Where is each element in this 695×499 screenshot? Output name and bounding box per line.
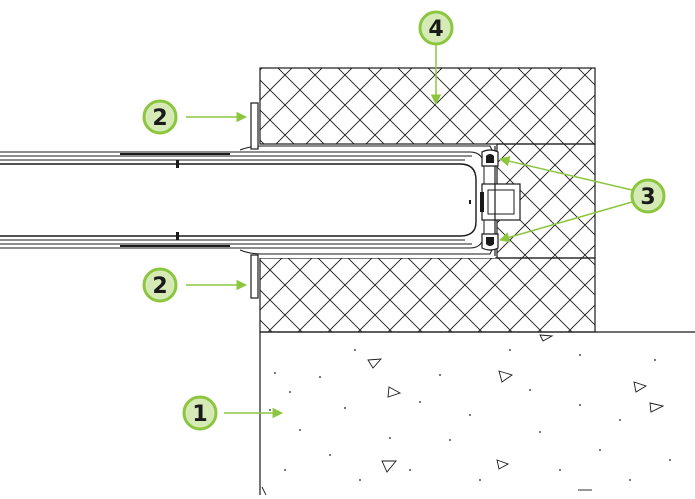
concrete-dots: [269, 349, 671, 481]
door-panel-profile: [0, 145, 521, 258]
callout-label-2b: 2: [152, 274, 167, 299]
callout-arrows: [186, 45, 633, 419]
callout-label-4: 4: [428, 17, 443, 42]
concrete-slab: [259, 331, 695, 496]
callout-badge-3: 3: [630, 178, 666, 214]
leader-3b: [498, 201, 633, 243]
concrete-aggregate: [261, 334, 665, 496]
insulation-blocks: [259, 67, 596, 333]
callout-badge-2a: 2: [142, 99, 178, 135]
gasket-seals: [481, 149, 499, 251]
callout-badge-4: 4: [418, 10, 454, 46]
callout-label-1: 1: [192, 402, 207, 427]
leader-3a: [498, 156, 633, 191]
callout-label-3: 3: [640, 185, 655, 210]
sealing-strips: [250, 102, 259, 299]
callout-badge-2b: 2: [142, 267, 178, 303]
callout-label-2a: 2: [152, 106, 167, 131]
callout-badge-1: 1: [182, 395, 218, 431]
